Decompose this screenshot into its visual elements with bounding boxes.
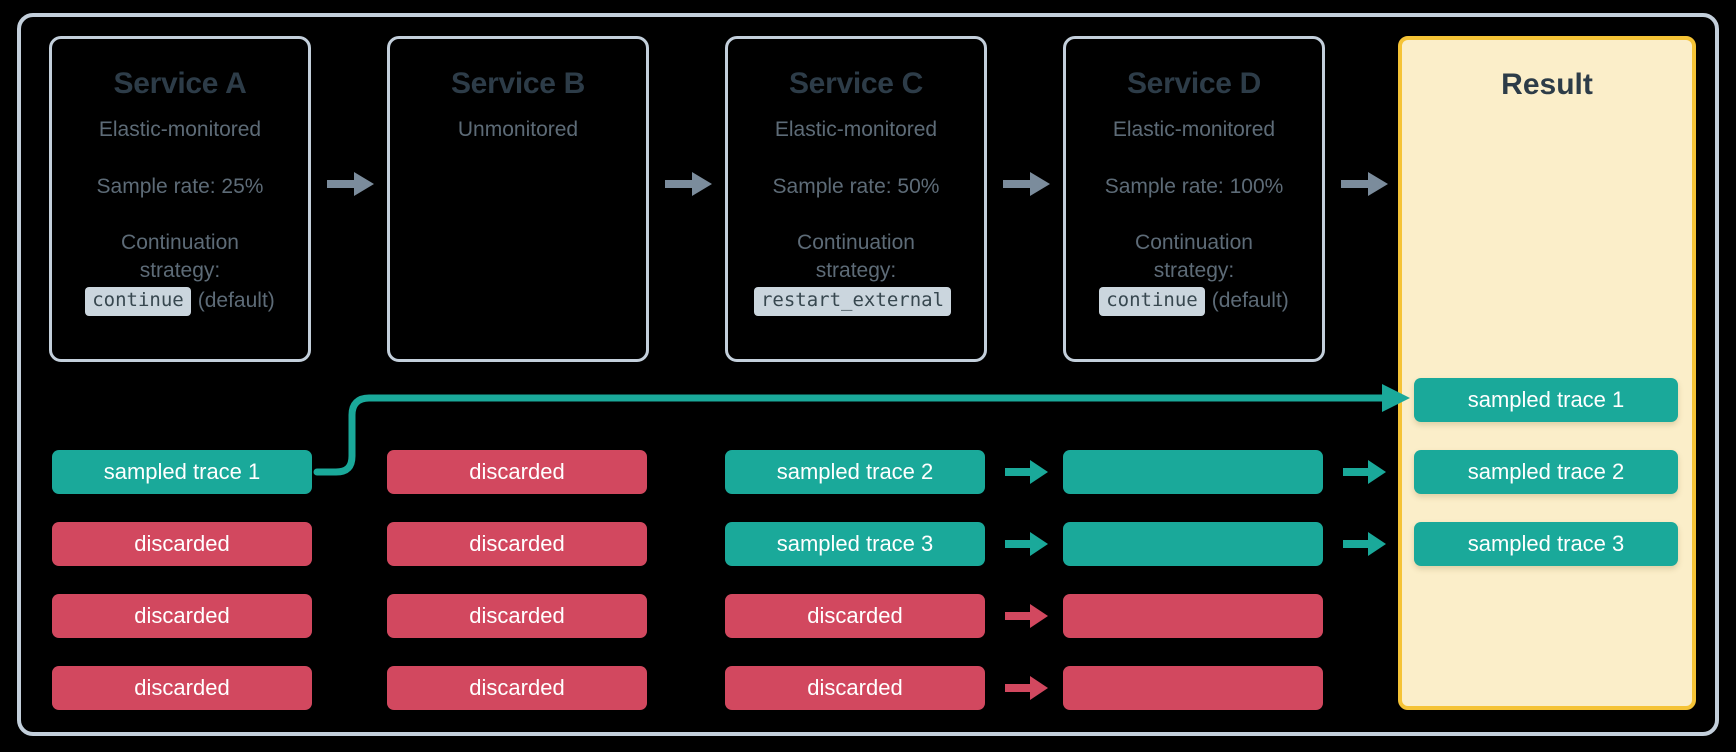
service-c-title: Service C (788, 67, 924, 100)
trace-label: discarded (807, 603, 903, 628)
trace-label: discarded (469, 603, 565, 628)
result-trace-bar-1: sampled trace 1 (1414, 378, 1678, 422)
arrow-trace-c1-to-d1 (1005, 460, 1048, 484)
arrow-trace-c4-to-d4 (1005, 676, 1048, 700)
service-c-continuation-line2: strategy: (815, 259, 897, 283)
outer-frame (17, 13, 1719, 736)
service-b-monitoring: Unmonitored (457, 118, 579, 141)
service-d-continuation-line2: strategy: (1153, 259, 1235, 283)
arrow-service-a-to-b (327, 172, 374, 196)
service-c-monitoring: Elastic-monitored (774, 118, 938, 141)
service-a-continuation-line2: strategy: (139, 259, 221, 283)
service-d-monitoring: Elastic-monitored (1112, 118, 1276, 141)
trace-label: discarded (469, 459, 565, 484)
service-a-monitoring: Elastic-monitored (98, 118, 262, 141)
result-panel: Result (1398, 36, 1696, 710)
service-b-title: Service B (450, 67, 586, 100)
service-d-strategy-note: (default) (1211, 289, 1289, 313)
trace-bar-c-2: sampled trace 3 (725, 522, 985, 566)
trace-label: discarded (134, 531, 230, 556)
service-c-continuation-line1: Continuation (797, 231, 915, 255)
arrow-service-b-to-c (665, 172, 712, 196)
trace-label: discarded (807, 675, 903, 700)
service-c-sample-rate: Sample rate: 50% (772, 175, 940, 199)
trace-bar-d-3 (1063, 594, 1323, 638)
trace-bar-b-3: discarded (387, 594, 647, 638)
arrow-trace-d1-to-result2 (1343, 460, 1386, 484)
arrow-trace-d2-to-result3 (1343, 532, 1386, 556)
trace-bar-d-1 (1063, 450, 1323, 494)
trace-label: discarded (134, 675, 230, 700)
trace-bar-b-2: discarded (387, 522, 647, 566)
service-d-continuation-line1: Continuation (1135, 231, 1253, 255)
result-trace-bar-2: sampled trace 2 (1414, 450, 1678, 494)
service-c-strategy-row: restart_external (728, 286, 984, 316)
trace-bar-c-3: discarded (725, 594, 985, 638)
service-d-continuation-label: Continuation strategy: (1066, 229, 1322, 284)
service-a-strategy-row: continue (default) (52, 286, 308, 316)
arrow-trace-c2-to-d2 (1005, 532, 1048, 556)
service-a-title: Service A (113, 67, 247, 100)
service-d-title: Service D (1126, 67, 1262, 100)
trace-label: discarded (469, 675, 565, 700)
service-box-a: Service A Elastic-monitored Sample rate:… (49, 36, 311, 362)
service-d-strategy-code: continue (1099, 286, 1205, 316)
service-a-continuation-line1: Continuation (121, 231, 239, 255)
trace-label: sampled trace 2 (776, 459, 934, 484)
service-d-strategy-row: continue (default) (1066, 286, 1322, 316)
arrow-service-c-to-d (1003, 172, 1050, 196)
result-trace-bar-3: sampled trace 3 (1414, 522, 1678, 566)
trace-bar-d-2 (1063, 522, 1323, 566)
arrow-service-d-to-result (1341, 172, 1388, 196)
trace-label: discarded (469, 531, 565, 556)
trace-label: sampled trace 3 (776, 531, 934, 556)
trace-bar-a-2: discarded (52, 522, 312, 566)
trace-bar-c-1: sampled trace 2 (725, 450, 985, 494)
service-a-strategy-code: continue (85, 286, 191, 316)
trace-label: sampled trace 1 (103, 459, 261, 484)
trace-label: discarded (134, 603, 230, 628)
trace-label: sampled trace 3 (1467, 531, 1625, 556)
trace-label: sampled trace 2 (1467, 459, 1625, 484)
service-box-d: Service D Elastic-monitored Sample rate:… (1063, 36, 1325, 362)
service-d-sample-rate: Sample rate: 100% (1104, 175, 1284, 199)
trace-bar-a-3: discarded (52, 594, 312, 638)
trace-bar-a-4: discarded (52, 666, 312, 710)
trace-bar-d-4 (1063, 666, 1323, 710)
trace-bar-b-1: discarded (387, 450, 647, 494)
result-title: Result (1501, 68, 1593, 101)
service-a-continuation-label: Continuation strategy: (52, 229, 308, 284)
trace-bar-c-4: discarded (725, 666, 985, 710)
trace-bar-b-4: discarded (387, 666, 647, 710)
service-c-continuation-label: Continuation strategy: (728, 229, 984, 284)
service-box-b: Service B Unmonitored (387, 36, 649, 362)
service-box-c: Service C Elastic-monitored Sample rate:… (725, 36, 987, 362)
service-c-strategy-code: restart_external (753, 286, 952, 316)
service-a-sample-rate: Sample rate: 25% (96, 175, 264, 199)
trace-label: sampled trace 1 (1467, 387, 1625, 412)
service-a-strategy-note: (default) (197, 289, 275, 313)
arrow-trace-c3-to-d3 (1005, 604, 1048, 628)
trace-bar-a-1: sampled trace 1 (52, 450, 312, 494)
